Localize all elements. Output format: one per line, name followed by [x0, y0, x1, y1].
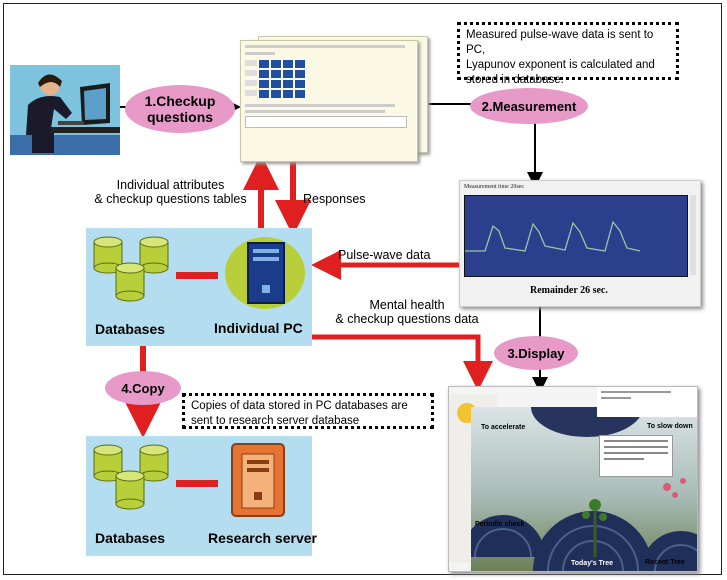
diagram-frame — [3, 3, 722, 575]
waveform-line — [465, 220, 641, 252]
research-server-icon — [230, 442, 286, 518]
step-display: 3.Display — [494, 336, 578, 370]
measurement-note: Measured pulse-wave data is sent to PC, … — [457, 22, 679, 86]
databases-bottom-label: Databases — [95, 530, 166, 546]
step-copy: 4.Copy — [105, 371, 181, 405]
display-text-card — [599, 435, 673, 477]
databases-top-icon — [92, 232, 172, 307]
to-slow-down-label: To slow down — [647, 423, 693, 430]
step-measurement-label: 2.Measurement — [481, 98, 577, 114]
pulse-wave-screenshot: Measurement time 20sec Remainder 26 sec. — [459, 180, 701, 307]
pulse-wave-data-label: Pulse-wave data — [338, 248, 431, 262]
checkup-form-screenshot — [240, 40, 418, 162]
step-display-label: 3.Display — [507, 345, 565, 361]
measurement-time-label: Measurement time 20sec — [464, 184, 524, 190]
databases-top-label: Databases — [95, 321, 166, 337]
arrow-mental-health — [312, 334, 493, 391]
individual-pc-icon — [220, 233, 310, 313]
display-scene — [471, 407, 697, 571]
responses-label: Responses — [303, 192, 366, 206]
individual-pc-label: Individual PC — [214, 320, 303, 336]
waveform-scrollbar — [690, 195, 696, 275]
waveform-area — [464, 195, 688, 277]
form-content — [245, 45, 413, 128]
databases-bottom-icon — [92, 440, 172, 515]
step-checkup-questions: 1.Checkup questions — [125, 85, 235, 133]
step-copy-label: 4.Copy — [121, 380, 165, 396]
remainder-label: Remainder 26 sec. — [530, 285, 608, 296]
copy-note: Copies of data stored in PC databases ar… — [182, 393, 434, 429]
to-accelerate-label: To accelerate — [481, 424, 526, 431]
research-server-label: Research server — [208, 530, 317, 546]
db-to-server-link — [176, 480, 218, 487]
tree-display-screenshot: To accelerate To slow down Periodic chec… — [448, 386, 698, 572]
user-at-computer-icon — [10, 65, 120, 155]
tree-scene-graphic — [471, 407, 697, 571]
periodic-check-label: Periodic check — [475, 521, 525, 528]
recent-tree-label: Recent Tree — [645, 559, 685, 566]
measurement-note-text: Measured pulse-wave data is sent to PC, … — [466, 29, 655, 86]
copy-note-text: Copies of data stored in PC databases ar… — [191, 400, 408, 427]
db-to-pc-link-top — [176, 272, 218, 279]
user-at-computer-illustration — [10, 65, 120, 155]
step-checkup-label: 1.Checkup questions — [144, 93, 216, 125]
individual-attributes-label: Individual attributes & checkup question… — [94, 178, 247, 207]
mental-health-label: Mental health & checkup questions data — [335, 298, 479, 327]
step-measurement: 2.Measurement — [470, 88, 588, 124]
todays-tree-label: Today's Tree — [571, 560, 613, 567]
display-top-right-panel — [597, 387, 697, 417]
